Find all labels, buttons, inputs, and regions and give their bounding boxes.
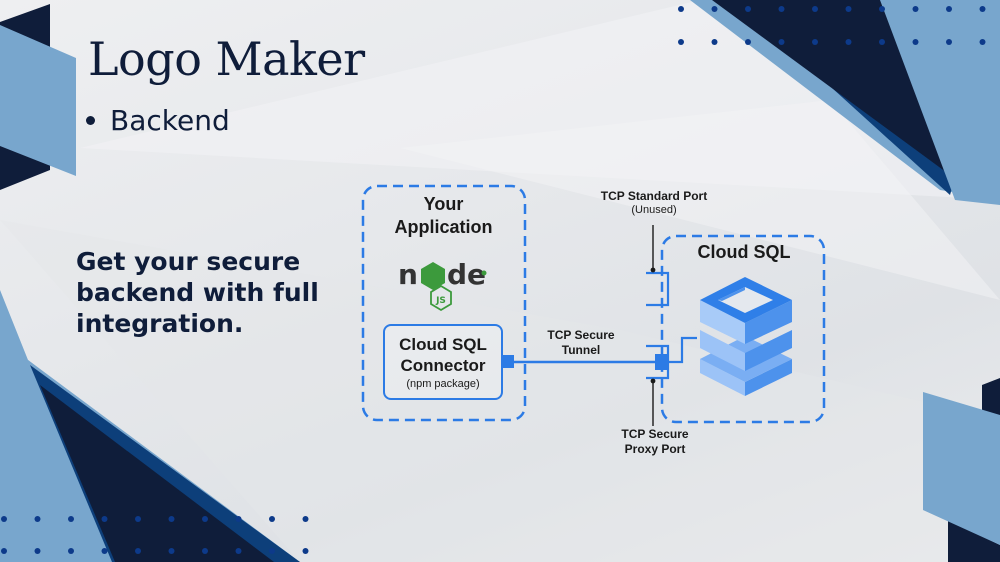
decorative-dot (101, 516, 108, 522)
decorative-dot (912, 6, 919, 12)
tagline: Get your secure backend with full integr… (76, 247, 319, 338)
decorative-dot (68, 548, 74, 554)
bg-plane-bottom (0, 220, 1000, 562)
decorative-dot (135, 548, 141, 554)
decorative-dot (1, 516, 7, 522)
decorative-dot (812, 39, 818, 45)
svg-text:de: de (447, 258, 486, 291)
nodejs-logo: n de JS (398, 258, 487, 312)
cloud-sql-connector-box (383, 324, 503, 400)
ribbon-right-dark-bottom (948, 520, 1000, 562)
decorative-dot (778, 39, 785, 45)
label-proxy-line2: Proxy Port (624, 442, 686, 456)
decorative-dot (1, 548, 7, 554)
ribbon-right-light (923, 392, 1000, 545)
decorative-dot (202, 516, 208, 522)
bullet-item: Backend (86, 104, 230, 137)
connector-title-line2: Connector (400, 356, 486, 375)
decorative-dot (979, 6, 986, 12)
triangle-bottom-left-dark (40, 385, 274, 562)
connector-title: Cloud SQL Connector (383, 334, 503, 376)
dot-grid-top-right (678, 6, 986, 45)
bg-plane-mid (400, 100, 1000, 300)
page-title: Logo Maker (88, 32, 365, 86)
cloud-sql-boundary (660, 234, 826, 424)
decorative-dot (845, 6, 852, 12)
decorative-dot (745, 39, 751, 45)
label-tcp-secure-tunnel: TCP Secure Tunnel (536, 328, 626, 358)
decorative-dot (678, 6, 684, 12)
decorative-dot (979, 39, 986, 45)
decorative-dot (235, 548, 242, 554)
decorative-dot (168, 516, 175, 522)
decorative-dot (202, 548, 208, 554)
decorative-dot (845, 39, 852, 45)
decorative-dot (879, 6, 885, 12)
svg-text:JS: JS (435, 296, 446, 306)
application-title-line1: Your (423, 194, 464, 214)
bullet-text: Backend (110, 104, 230, 137)
decorative-dot (269, 516, 275, 522)
application-boundary (361, 184, 527, 422)
cloud-sql-title: Cloud SQL (697, 242, 791, 262)
decorative-dot (946, 6, 952, 12)
decorative-dot (68, 516, 74, 522)
label-tunnel-line2: Tunnel (561, 343, 601, 357)
triangle-top-right-panel (880, 0, 1000, 205)
database-stack-icon (700, 277, 792, 396)
decorative-dot (711, 6, 718, 12)
application-title: Your Application (362, 193, 525, 239)
decorative-dot (812, 6, 818, 12)
bullet-dot-icon (86, 116, 95, 125)
decorative-dot (678, 39, 684, 45)
label-tcp-standard-port-note: (Unused) (631, 204, 677, 216)
triangle-top-right-dark (712, 0, 950, 175)
dot-grid-bottom-left (1, 516, 309, 554)
ribbon-right-dark-top (982, 378, 1000, 420)
tcp-standard-port (646, 225, 670, 307)
connector-title-line1: Cloud SQL (399, 335, 487, 354)
decorative-dot (101, 548, 108, 554)
decorative-dot (34, 516, 41, 522)
decorative-dot (946, 39, 952, 45)
decorative-dot (778, 6, 785, 12)
decorative-dot (235, 516, 242, 522)
decorative-dot (269, 548, 275, 554)
decorative-dot (168, 548, 175, 554)
decorative-dot (745, 6, 751, 12)
decorative-dot (879, 39, 885, 45)
decorative-dot (711, 39, 718, 45)
label-tunnel-line1: TCP Secure (547, 328, 615, 342)
decorative-dot (135, 516, 141, 522)
connector-port (503, 355, 514, 368)
tcp-secure-proxy-port (646, 336, 697, 426)
svg-text:n: n (398, 258, 418, 291)
decorative-dot (34, 548, 41, 554)
connector-subtitle: (npm package) (406, 378, 480, 390)
decorative-dot (302, 516, 309, 522)
application-title-line2: Application (394, 217, 493, 237)
decorative-dot (302, 548, 309, 554)
decorative-dot (912, 39, 919, 45)
label-tcp-secure-proxy-port: TCP Secure Proxy Port (600, 427, 710, 457)
label-proxy-line1: TCP Secure (621, 427, 689, 441)
ribbon-top-left-light (0, 25, 76, 176)
label-tcp-standard-port: TCP Standard Port (600, 189, 708, 203)
